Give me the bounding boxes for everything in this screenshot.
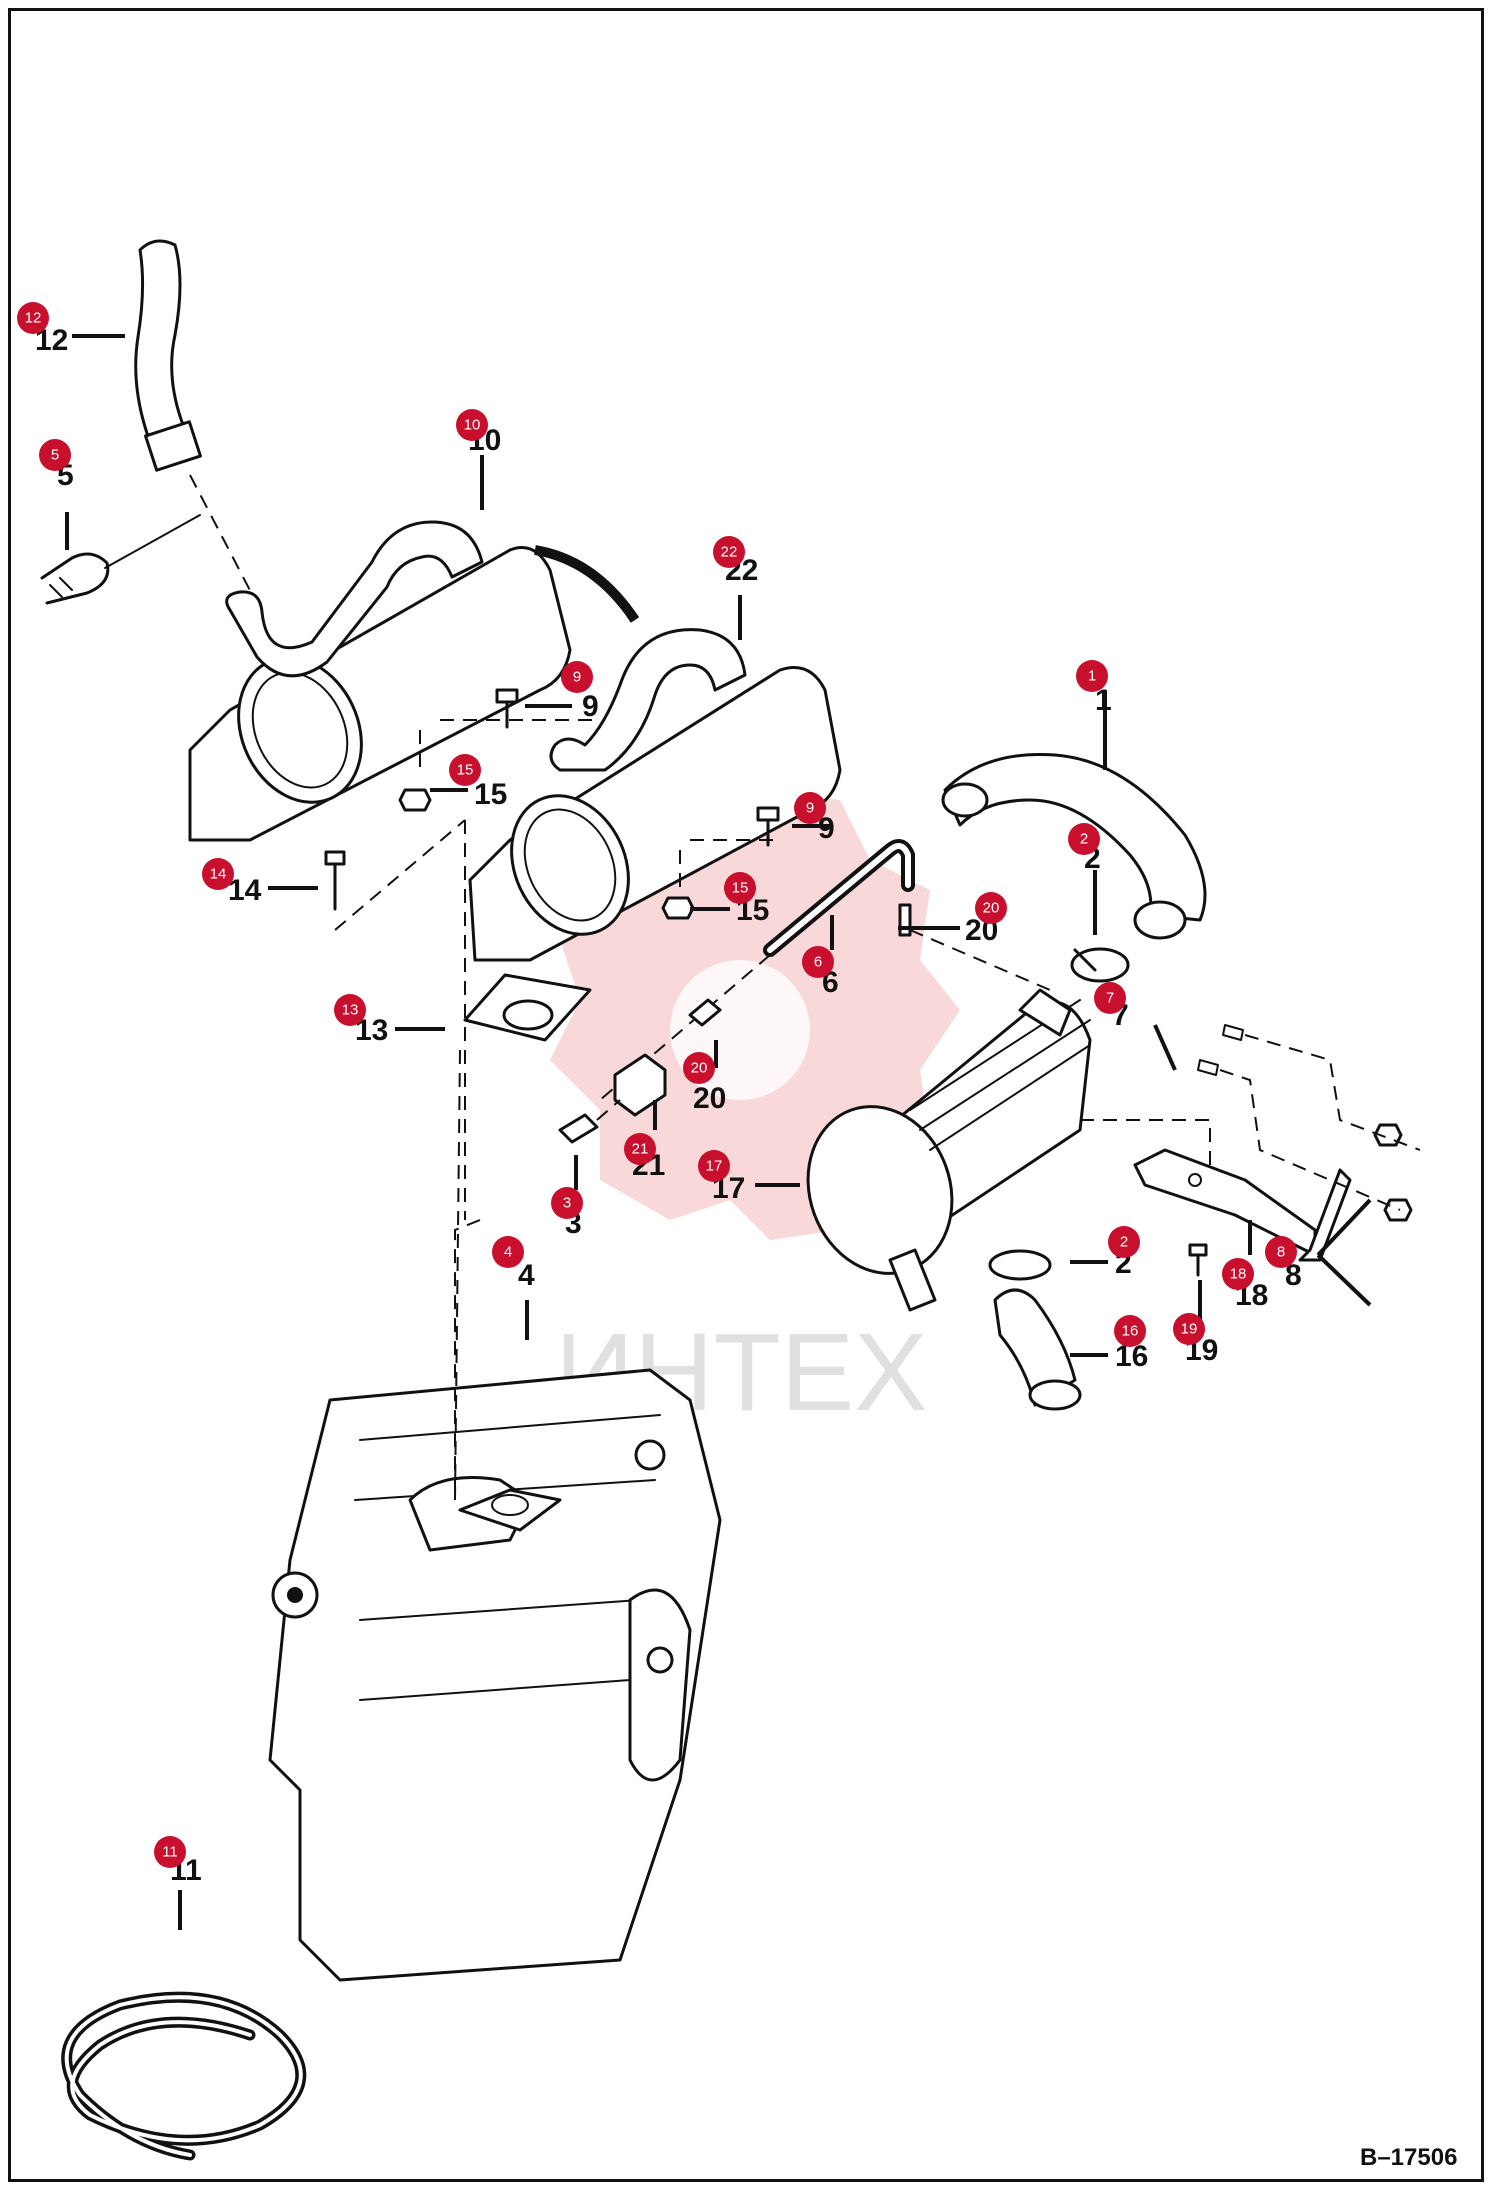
- svg-text:12: 12: [25, 310, 42, 327]
- part-20-fittings: [688, 903, 912, 1027]
- svg-text:18: 18: [1230, 1266, 1247, 1283]
- svg-text:21: 21: [632, 1141, 649, 1158]
- badge-4: 4: [492, 1236, 524, 1268]
- badge-13: 13: [334, 994, 366, 1026]
- svg-text:17: 17: [706, 1158, 723, 1175]
- badge-10: 10: [456, 409, 488, 441]
- svg-text:5: 5: [51, 447, 59, 464]
- svg-text:15: 15: [457, 762, 474, 779]
- part-18-bracket: [1133, 1148, 1352, 1262]
- svg-text:6: 6: [814, 954, 822, 971]
- badge-3: 3: [551, 1187, 583, 1219]
- badge-9b: 9: [794, 792, 826, 824]
- badge-14: 14: [202, 858, 234, 890]
- callout-20b: 20: [693, 1082, 726, 1115]
- badge-15a: 15: [449, 754, 481, 786]
- callout-9a: 9: [582, 690, 599, 723]
- badge-1: 1: [1076, 660, 1108, 692]
- svg-text:7: 7: [1106, 990, 1114, 1007]
- svg-text:20: 20: [691, 1060, 708, 1077]
- svg-text:9: 9: [806, 800, 814, 817]
- badge-2b: 2: [1108, 1226, 1140, 1258]
- svg-text:9: 9: [573, 669, 581, 686]
- svg-text:22: 22: [721, 544, 738, 561]
- callout-9b: 9: [818, 812, 835, 845]
- svg-text:14: 14: [210, 866, 227, 883]
- part-1-intake-hose: [941, 752, 1207, 940]
- badge-9a: 9: [561, 661, 593, 693]
- badge-21: 21: [624, 1133, 656, 1165]
- badge-20a: 20: [975, 892, 1007, 924]
- part-17-air-cleaner: [806, 929, 1211, 1312]
- part-8-nuts: [1197, 1024, 1421, 1222]
- part-16-elbow-hose: [993, 1288, 1082, 1411]
- diagram-border: [8, 8, 1484, 2182]
- part-15-nuts: [398, 788, 695, 920]
- part-19-bolt: [1188, 1243, 1208, 1277]
- callout-1: 1: [1095, 684, 1112, 717]
- svg-text:11: 11: [162, 1844, 178, 1861]
- svg-text:3: 3: [563, 1195, 571, 1212]
- callout-15a: 15: [474, 778, 507, 811]
- svg-text:2: 2: [1120, 1234, 1128, 1251]
- svg-text:16: 16: [1122, 1323, 1139, 1340]
- reference-code: B–17506: [1360, 2144, 1457, 2171]
- badge-17: 17: [698, 1150, 730, 1182]
- part-5-clamp: [40, 514, 201, 605]
- part-3-plug: [558, 1099, 621, 1144]
- part-14-bolt: [324, 819, 466, 931]
- callout-4: 4: [518, 1259, 535, 1292]
- red-badges: 12 5 10 22 9 1 15 9 2 14 15 20 6 7 13 20…: [17, 302, 1297, 1868]
- svg-text:8: 8: [1277, 1244, 1285, 1261]
- part-21-bracket: [613, 1053, 667, 1117]
- badge-16: 16: [1114, 1315, 1146, 1347]
- svg-text:4: 4: [504, 1244, 512, 1261]
- part-10-muffler-left: [188, 520, 640, 842]
- part-7-clamp: [1073, 948, 1097, 972]
- badge-11: 11: [154, 1836, 186, 1868]
- svg-text:13: 13: [342, 1002, 359, 1019]
- part-22-muffler-right: [464, 628, 842, 1220]
- svg-text:20: 20: [983, 900, 1000, 917]
- badge-8: 8: [1265, 1236, 1297, 1268]
- badge-22: 22: [713, 536, 745, 568]
- badge-18: 18: [1222, 1258, 1254, 1290]
- badge-5: 5: [39, 439, 71, 471]
- badge-20b: 20: [683, 1052, 715, 1084]
- callout-14: 14: [228, 874, 262, 907]
- badge-15b: 15: [724, 872, 756, 904]
- part-2-clamps: [988, 947, 1130, 1281]
- part-4-engine: [268, 1049, 722, 1982]
- svg-text:10: 10: [464, 417, 481, 434]
- part-13-gasket: [463, 973, 592, 1042]
- svg-text:15: 15: [732, 880, 749, 897]
- badge-19: 19: [1173, 1313, 1205, 1345]
- badge-6: 6: [802, 946, 834, 978]
- callout-8: 8: [1285, 1259, 1302, 1292]
- svg-text:19: 19: [1181, 1321, 1198, 1338]
- svg-text:2: 2: [1080, 831, 1088, 848]
- badge-2a: 2: [1068, 823, 1100, 855]
- badge-7: 7: [1094, 982, 1126, 1014]
- svg-text:1: 1: [1088, 668, 1096, 685]
- badge-12: 12: [17, 302, 49, 334]
- part-12-upper-hose: [134, 239, 256, 601]
- part-9-bolts: [495, 688, 780, 847]
- part-11-coiled-hose: [61, 1991, 307, 2161]
